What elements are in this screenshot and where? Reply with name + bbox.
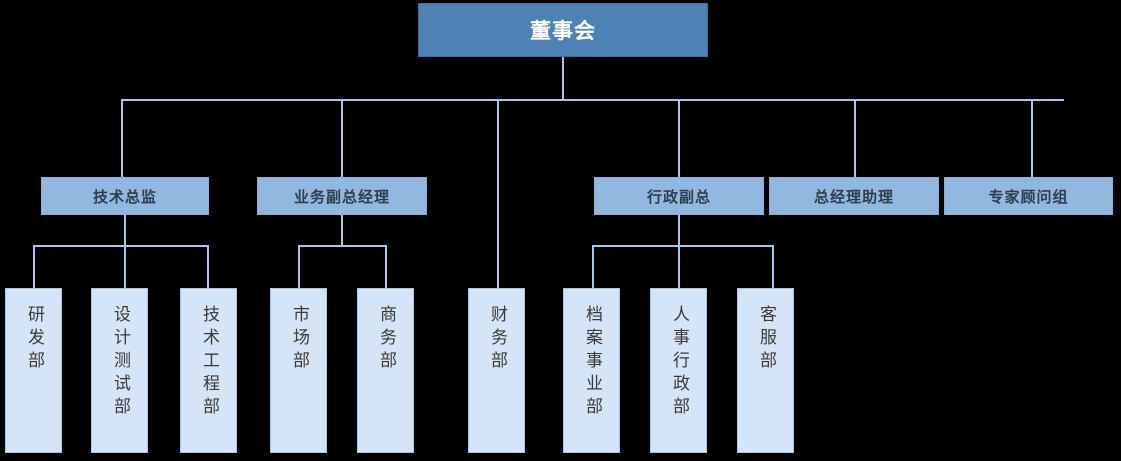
org-node-department-label: 技术工程部 bbox=[199, 305, 219, 420]
connector-tech-bus-to-design-test bbox=[124, 245, 126, 288]
org-node-division-label: 技术总监 bbox=[92, 187, 157, 206]
connector-admin-vp-drop bbox=[678, 215, 680, 246]
connector-bus-to-division-5 bbox=[1031, 99, 1033, 178]
org-node-department-customer-service[interactable]: 客服部 bbox=[737, 288, 794, 453]
org-node-division-label: 总经理助理 bbox=[813, 187, 894, 206]
connector-admin-vp-bus bbox=[592, 245, 774, 247]
connector-admin-bus-to-customer-service bbox=[772, 245, 774, 288]
connector-tech-director-drop bbox=[124, 215, 126, 246]
org-node-department-label: 商务部 bbox=[376, 305, 396, 374]
org-node-department-marketing[interactable]: 市场部 bbox=[270, 288, 327, 453]
org-node-division-label: 行政副总 bbox=[646, 187, 711, 206]
org-node-department-label: 财务部 bbox=[487, 305, 507, 374]
org-node-department-label: 市场部 bbox=[289, 305, 309, 374]
org-node-department-label: 研发部 bbox=[24, 305, 44, 374]
org-node-department-label: 档案事业部 bbox=[582, 305, 602, 420]
org-node-department-commerce[interactable]: 商务部 bbox=[357, 288, 414, 453]
org-node-division-label: 专家顾问组 bbox=[988, 187, 1069, 206]
org-node-division-label: 业务副总经理 bbox=[293, 187, 390, 206]
connector-admin-bus-to-hr bbox=[678, 245, 680, 288]
org-node-department-tech-engineering[interactable]: 技术工程部 bbox=[180, 288, 237, 453]
connector-business-vp-bus bbox=[298, 245, 387, 247]
connector-bus-to-division-4 bbox=[854, 99, 856, 178]
org-node-root[interactable]: 董事会 bbox=[418, 3, 708, 57]
org-node-division-gm-assistant[interactable]: 总经理助理 bbox=[769, 177, 939, 215]
org-node-department-label: 人事行政部 bbox=[669, 305, 689, 420]
connector-business-bus-to-commerce bbox=[385, 245, 387, 288]
connector-tech-bus-to-engineering bbox=[207, 245, 209, 288]
org-node-department-design-test[interactable]: 设计测试部 bbox=[91, 288, 148, 453]
connector-main-bus bbox=[121, 99, 1064, 101]
org-node-division-business-vp[interactable]: 业务副总经理 bbox=[257, 177, 427, 215]
connector-business-bus-to-marketing bbox=[298, 245, 300, 288]
org-node-division-admin-vp[interactable]: 行政副总 bbox=[594, 177, 764, 215]
org-node-department-archive-business[interactable]: 档案事业部 bbox=[563, 288, 620, 453]
org-node-department-label: 设计测试部 bbox=[110, 305, 130, 420]
org-node-department-finance[interactable]: 财务部 bbox=[468, 288, 525, 453]
org-node-division-technology-director[interactable]: 技术总监 bbox=[41, 177, 209, 215]
connector-bus-to-division-3 bbox=[678, 99, 680, 178]
connector-business-vp-drop bbox=[341, 215, 343, 246]
connector-root-drop bbox=[562, 57, 564, 100]
connector-bus-to-division-1 bbox=[121, 99, 123, 178]
org-node-department-label: 客服部 bbox=[756, 305, 776, 374]
connector-admin-bus-to-archive bbox=[592, 245, 594, 288]
org-node-department-hr-admin[interactable]: 人事行政部 bbox=[650, 288, 707, 453]
connector-bus-to-finance-department bbox=[497, 99, 499, 288]
connector-tech-director-bus bbox=[33, 245, 209, 247]
connector-tech-bus-to-rnd bbox=[33, 245, 35, 288]
org-node-root-label: 董事会 bbox=[530, 19, 596, 43]
org-node-division-expert-advisory-group[interactable]: 专家顾问组 bbox=[944, 177, 1113, 215]
org-node-department-rnd[interactable]: 研发部 bbox=[5, 288, 62, 453]
connector-bus-to-division-2 bbox=[341, 99, 343, 178]
